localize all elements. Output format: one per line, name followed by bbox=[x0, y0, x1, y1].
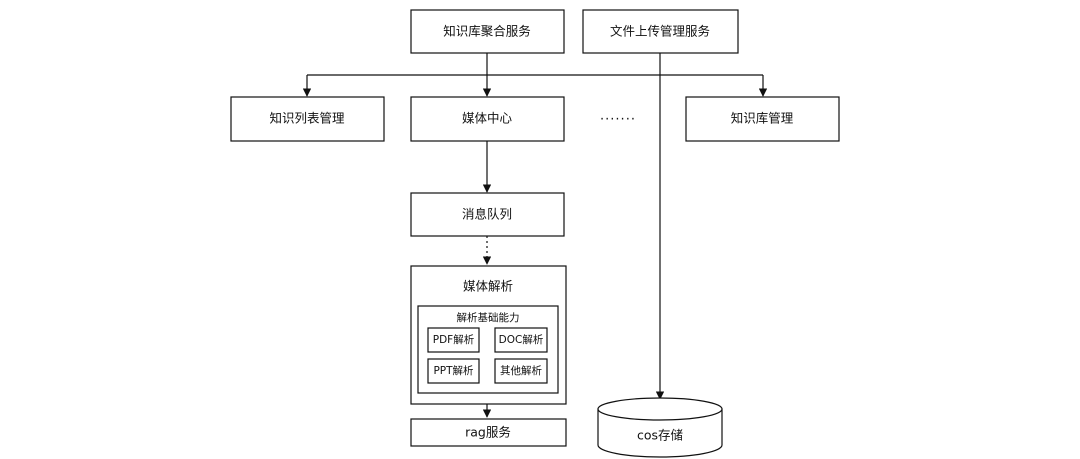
node-message-queue: 消息队列 bbox=[410, 192, 565, 237]
node-rag-service: rag服务 bbox=[410, 418, 567, 447]
node-media-center-label: 媒体中心 bbox=[462, 111, 513, 126]
node-kb-management: 知识库管理 bbox=[685, 96, 840, 142]
node-kb-aggregate-service-label: 知识库聚合服务 bbox=[443, 24, 531, 39]
node-media-parsing-label: 媒体解析 bbox=[463, 279, 513, 294]
edges bbox=[302, 53, 768, 418]
node-parsing-base-capability: 解析基础能力 PDF解析 DOC解析 PPT解析 其他解析 bbox=[417, 305, 559, 394]
node-cos-storage-label: cos存储 bbox=[637, 428, 683, 443]
node-kb-management-label: 知识库管理 bbox=[731, 111, 794, 126]
node-media-parsing: 媒体解析 解析基础能力 PDF解析 DOC解析 PPT解析 其他解析 bbox=[410, 265, 567, 405]
ellipsis-more-services: ······· bbox=[600, 113, 636, 128]
node-file-upload-service: 文件上传管理服务 bbox=[582, 9, 739, 54]
node-rag-service-label: rag服务 bbox=[465, 425, 511, 440]
node-parsing-base-capability-label: 解析基础能力 bbox=[457, 311, 520, 324]
node-ppt-parsing-label: PPT解析 bbox=[433, 364, 474, 377]
node-doc-parsing: DOC解析 bbox=[494, 327, 548, 353]
node-knowledge-list-mgmt-label: 知识列表管理 bbox=[269, 111, 345, 126]
node-cos-storage: cos存储 bbox=[597, 397, 723, 458]
node-pdf-parsing-label: PDF解析 bbox=[433, 333, 475, 346]
node-other-parsing-label: 其他解析 bbox=[500, 364, 542, 377]
node-message-queue-label: 消息队列 bbox=[462, 207, 512, 222]
node-file-upload-service-label: 文件上传管理服务 bbox=[610, 24, 710, 39]
node-knowledge-list-mgmt: 知识列表管理 bbox=[230, 96, 385, 142]
node-doc-parsing-label: DOC解析 bbox=[499, 333, 544, 346]
node-pdf-parsing: PDF解析 bbox=[427, 327, 480, 353]
node-media-center: 媒体中心 bbox=[410, 96, 565, 142]
node-other-parsing: 其他解析 bbox=[494, 358, 548, 384]
node-ppt-parsing: PPT解析 bbox=[427, 358, 480, 384]
node-kb-aggregate-service: 知识库聚合服务 bbox=[410, 9, 565, 54]
